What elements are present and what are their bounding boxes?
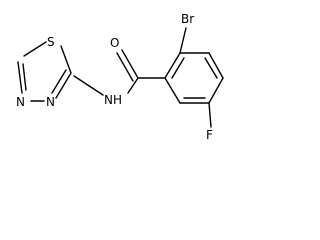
bond-c5ar-f: [208, 102, 212, 128]
atom-label-nh: NH: [104, 93, 122, 107]
atom-labels: S NH O Br F N N: [16, 12, 213, 142]
structure-canvas: S NH O Br F N N: [16, 12, 224, 142]
atom-label-n1: N: [16, 95, 25, 109]
bond-c2ar-br: [179, 27, 187, 54]
bond-nh-cco: [127, 77, 139, 94]
bond-c6-c1: [164, 77, 181, 104]
bond-n4-c5a: [17, 61, 23, 94]
molecule-structure: S NH O Br F N N: [16, 12, 224, 142]
bond-c4-c5ar: [208, 77, 224, 104]
atom-label-br: Br: [181, 12, 194, 26]
bond-c3-c4-i: [204, 57, 218, 79]
atom-label-s: S: [47, 35, 55, 49]
bond-co-b: [116, 52, 134, 82]
bond-s-c2: [60, 45, 72, 74]
atom-label-n2: N: [46, 95, 55, 109]
bond-c5-s: [23, 41, 47, 57]
bond-n4-c5b: [22, 63, 27, 91]
atom-label-f: F: [206, 128, 213, 142]
bond-c2-n3a: [55, 72, 72, 99]
bonds: [17, 27, 224, 128]
bond-co-a: [121, 49, 139, 79]
atom-label-o: O: [110, 36, 119, 50]
bond-c2-nh: [73, 75, 104, 96]
bond-c1-c2ar: [164, 52, 181, 79]
bond-c1-c2ar-i: [171, 57, 185, 79]
bond-c3-c4: [208, 52, 224, 79]
bond-c2-n3b: [51, 69, 67, 94]
